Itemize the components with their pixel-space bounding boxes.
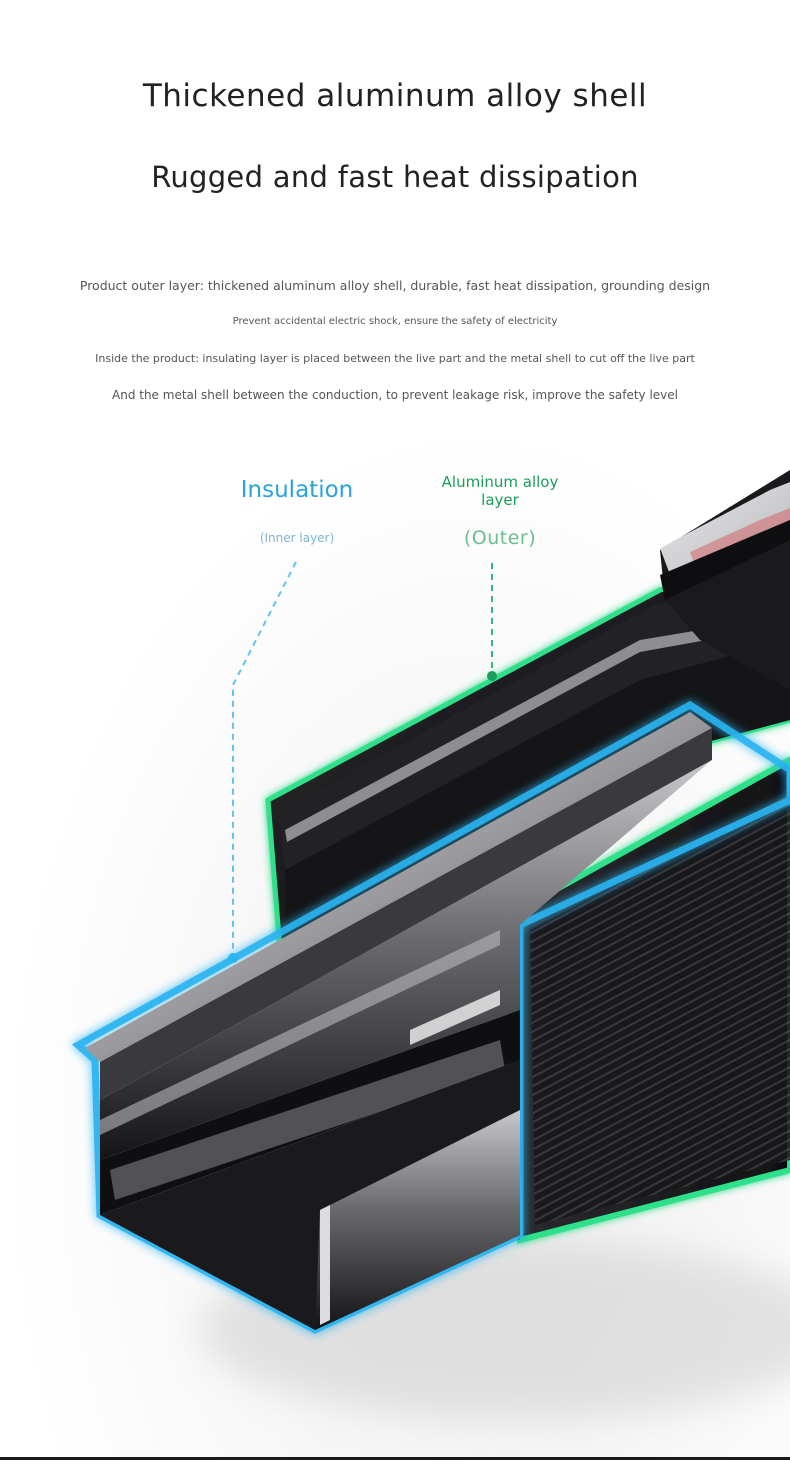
bottom-divider bbox=[0, 1457, 790, 1460]
insulation-sublabel: (Inner layer) bbox=[259, 531, 335, 545]
switch-housing bbox=[660, 470, 790, 690]
description-line-2: Prevent accidental electric shock, ensur… bbox=[232, 316, 558, 327]
insulation-label: Insulation bbox=[240, 477, 354, 503]
aluminum-label: Aluminum alloy layer bbox=[420, 473, 580, 509]
callout-leader-insulation bbox=[228, 561, 297, 963]
headline-line-2: Rugged and fast heat dissipation bbox=[151, 160, 639, 194]
description-line-4: And the metal shell between the conducti… bbox=[112, 388, 678, 402]
headline-line-1: Thickened aluminum alloy shell bbox=[142, 78, 648, 114]
aluminum-label-line-1: Aluminum alloy bbox=[441, 473, 559, 491]
aluminum-finned-shell-front bbox=[506, 756, 790, 1244]
aluminum-label-line-2: layer bbox=[481, 491, 519, 509]
description-line-3: Inside the product: insulating layer is … bbox=[95, 352, 695, 365]
insulation-inner-channel bbox=[71, 700, 790, 1334]
callout-leader-aluminum bbox=[487, 563, 497, 681]
description-line-1: Product outer layer: thickened aluminum … bbox=[79, 278, 711, 293]
aluminum-sublabel: (Outer) bbox=[463, 527, 537, 549]
